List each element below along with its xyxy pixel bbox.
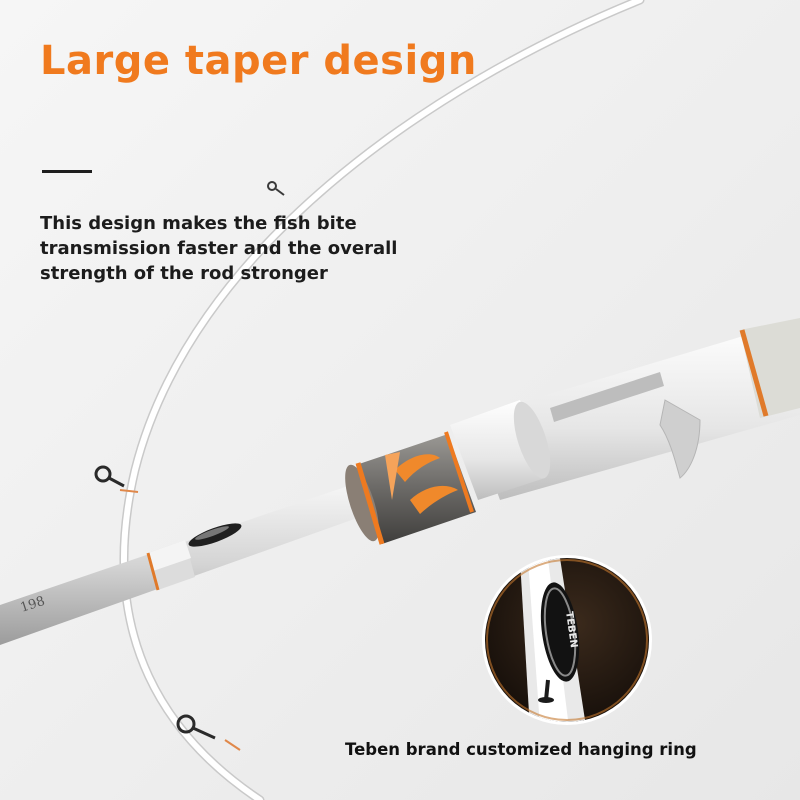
teben-logo: TEBEN: [563, 611, 579, 649]
rod-guide-middle: [94, 465, 139, 493]
rod-ferrule: [146, 540, 195, 591]
rod-guide-top: [267, 181, 285, 196]
description: This design makes the fish bite transmis…: [40, 213, 398, 284]
headline: Large taper design: [40, 38, 477, 84]
hook-keeper: [188, 523, 242, 547]
divider: [42, 170, 92, 173]
reel-seat-assembly: [345, 318, 800, 545]
callout-caption: Teben brand customized hanging ring: [345, 740, 697, 759]
hanging-ring-callout: TEBEN: [482, 555, 652, 725]
rod-length-marking: 198: [19, 594, 47, 616]
rod-guide-bottom: [176, 714, 241, 751]
